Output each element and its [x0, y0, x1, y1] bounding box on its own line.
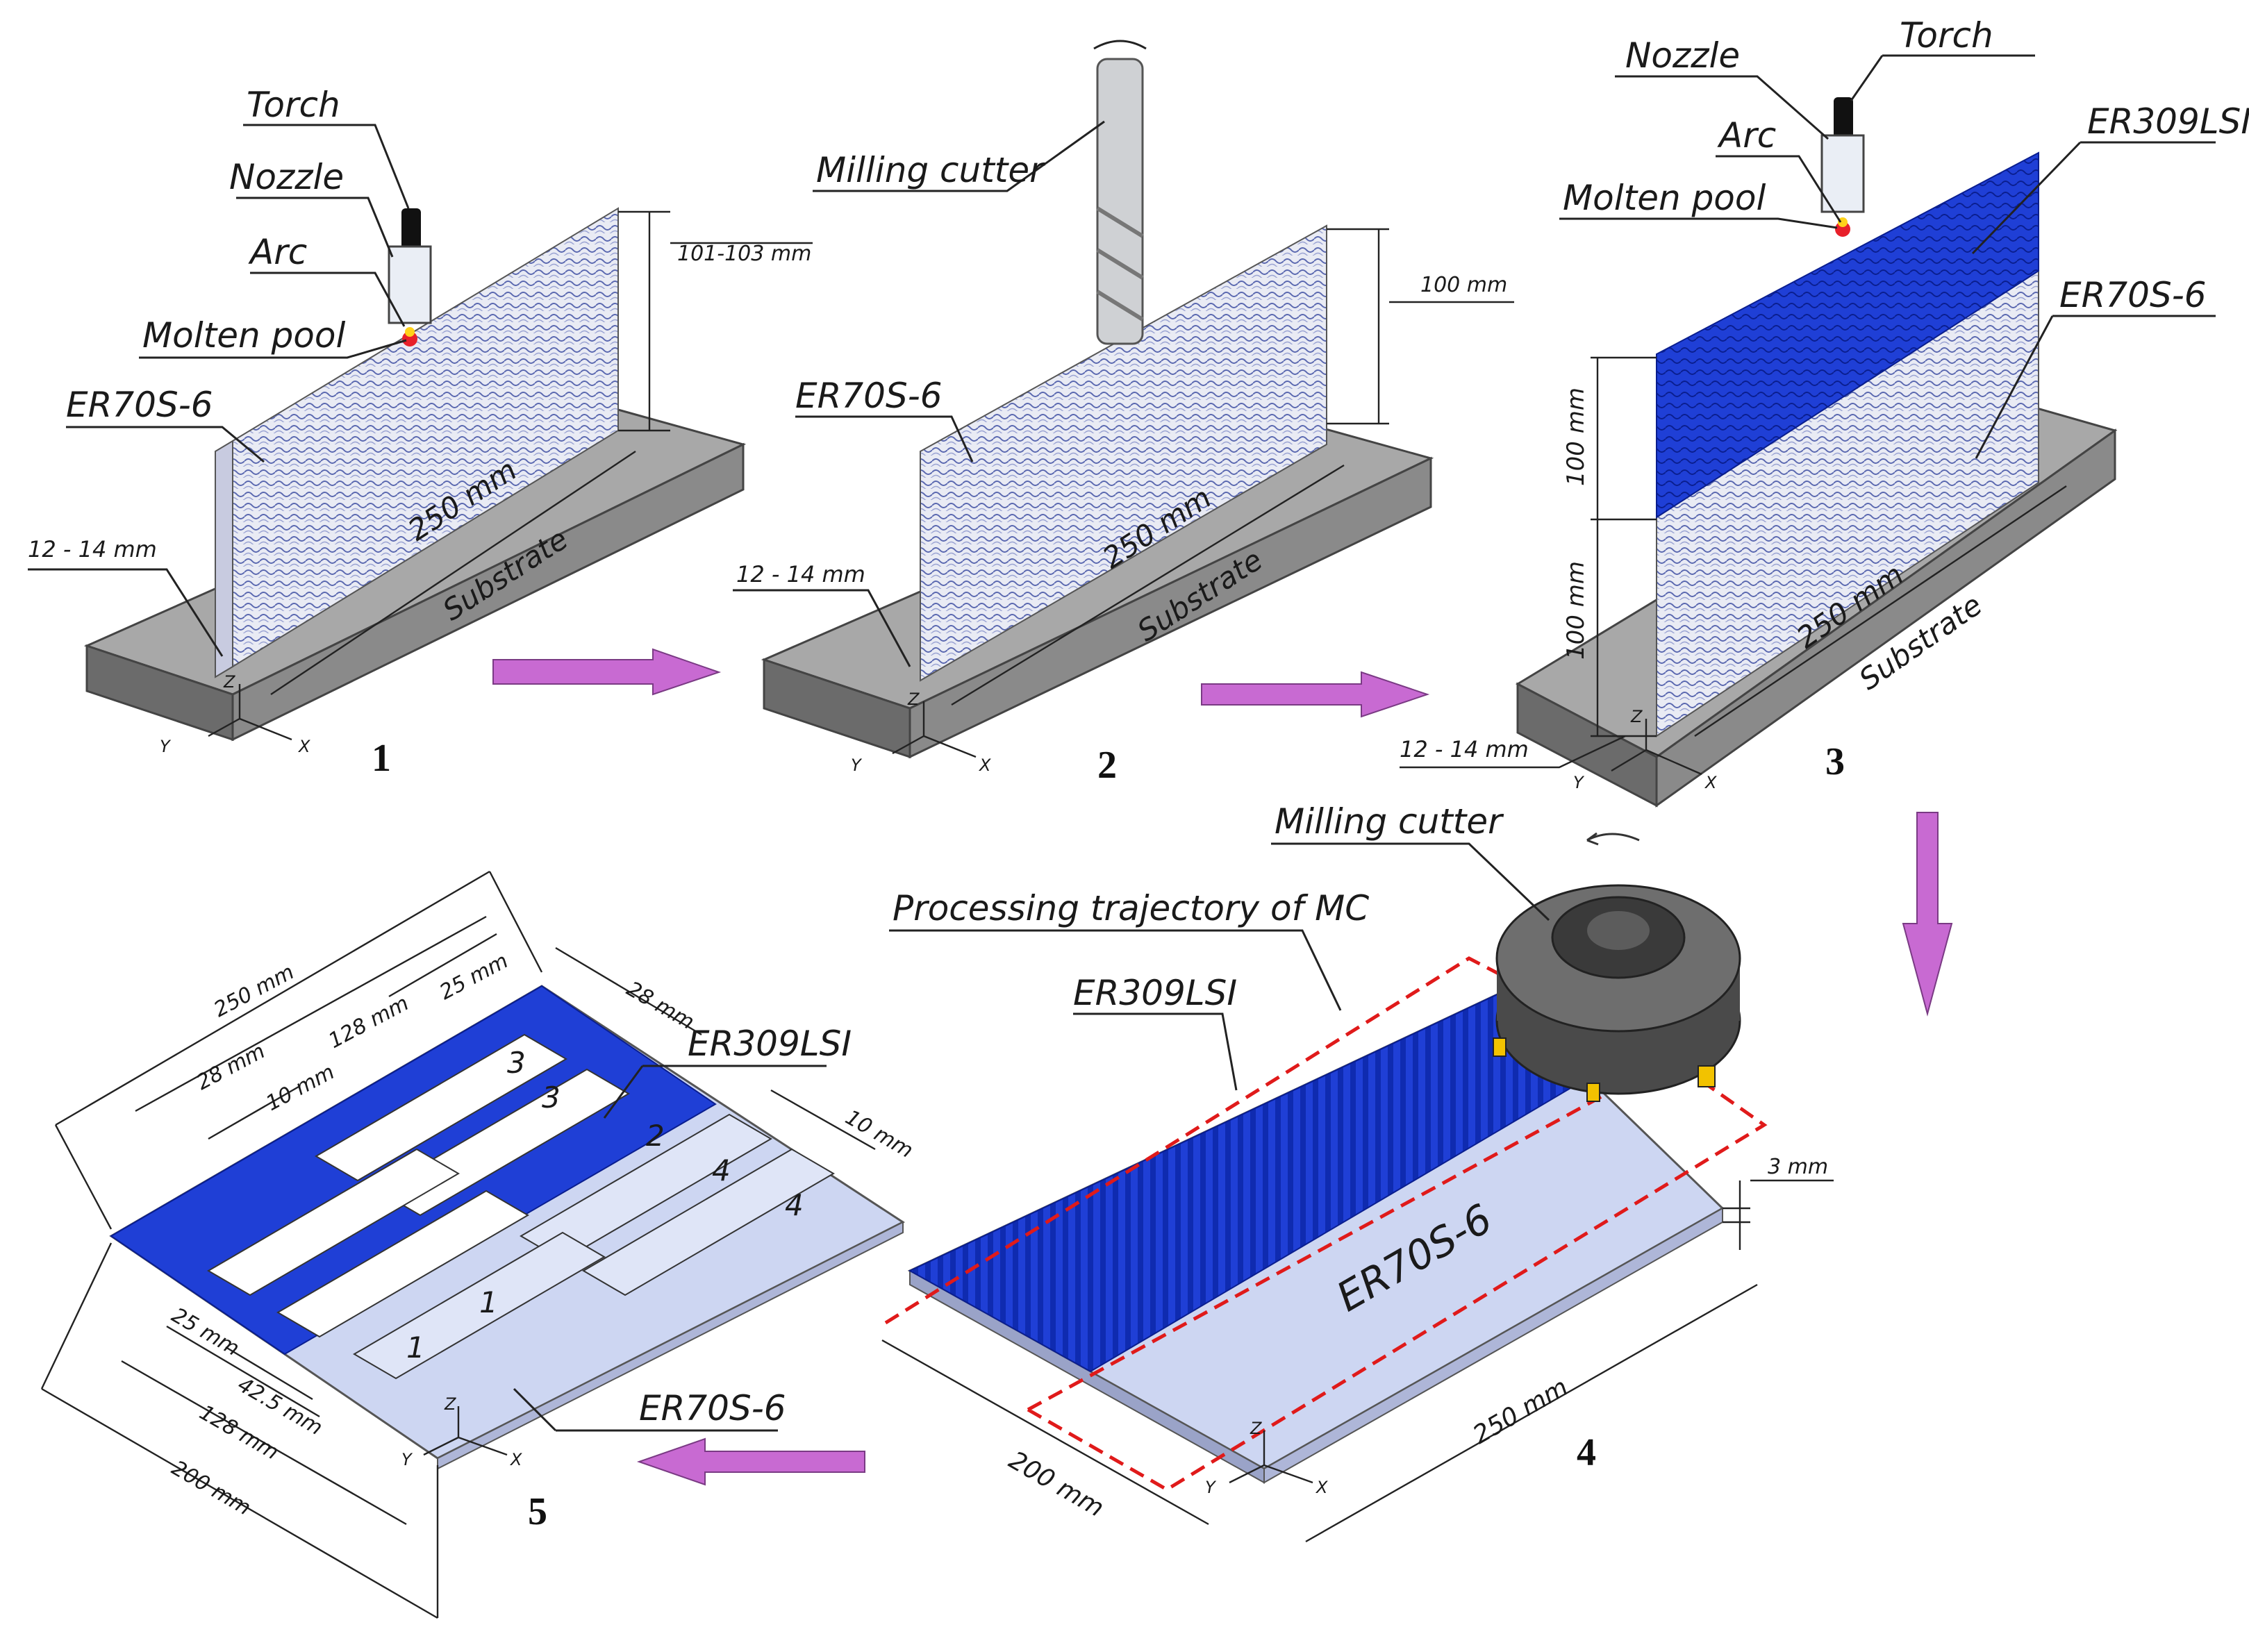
dimension: 28 mm [192, 1039, 269, 1095]
dimension: 10 mm [841, 1105, 917, 1163]
dimension: 25 mm [435, 949, 512, 1005]
flow-arrow-1-2 [492, 648, 722, 696]
er309-label: ER309LSI [688, 1024, 852, 1064]
height-dimension: 100 mm [1420, 273, 1507, 297]
height-bottom-dimension: 100 mm [1562, 561, 1590, 660]
svg-text:Y: Y [160, 737, 172, 756]
leaders [733, 120, 1514, 706]
svg-text:Y: Y [1205, 1478, 1217, 1497]
specimen-label: 1 [406, 1330, 425, 1365]
flow-arrow-2-3 [1201, 671, 1430, 718]
step-number: 4 [1577, 1431, 1596, 1474]
arc-label: Arc [1717, 115, 1776, 156]
step-number: 3 [1825, 740, 1845, 783]
height-top-dimension: 100 mm [1562, 387, 1590, 486]
step-number: 2 [1097, 744, 1117, 787]
svg-text:X: X [509, 1450, 522, 1469]
molten-pool-label: Molten pool [142, 315, 345, 356]
panel-2: Milling cutter ER70S-6 100 mm 12 - 14 mm… [733, 40, 1514, 787]
axis-triad: Z Y X [1205, 1419, 1328, 1497]
processing-trajectory [884, 956, 1768, 1492]
length-dimension: 250 mm [1468, 1373, 1573, 1450]
leaders [1400, 54, 2216, 769]
thickness-dimension: 12 - 14 mm [1400, 736, 1529, 762]
nozzle-label: Nozzle [229, 157, 344, 197]
specimen-label: 3 [542, 1081, 561, 1115]
bimetal-wall [1656, 151, 2039, 737]
milling-cutter [1093, 40, 1147, 345]
trajectory-label: Processing trajectory of MC [893, 888, 1369, 928]
material-label: ER70S-6 [795, 376, 943, 416]
thickness-dimension: 3 mm [1768, 1155, 1828, 1179]
material-top-label: ER309LSI [2087, 101, 2249, 142]
tool-label: Milling cutter [1275, 801, 1504, 842]
specimen-label: 3 [507, 1046, 526, 1080]
svg-text:X: X [297, 737, 310, 756]
specimen-label: 4 [785, 1188, 804, 1222]
er309-label: ER309LSI [1073, 973, 1237, 1013]
leaders [28, 124, 813, 695]
milled-wall [920, 224, 1327, 682]
material-label: ER70S-6 [66, 385, 213, 425]
step-number: 5 [528, 1490, 547, 1533]
svg-text:Y: Y [851, 756, 863, 775]
nozzle-label: Nozzle [1625, 35, 1740, 76]
torch-label: Torch [1900, 15, 1993, 56]
svg-text:Z: Z [1250, 1419, 1262, 1438]
svg-text:X: X [978, 756, 991, 775]
er70-label: ER70S-6 [639, 1388, 786, 1428]
dimension: 10 mm [262, 1060, 338, 1116]
panel-3: Torch Nozzle Arc Molten pool ER309LSI ER… [1400, 15, 2249, 808]
deposited-wall [215, 207, 619, 678]
thickness-dimension: 12 - 14 mm [736, 561, 865, 587]
tensile-specimens [207, 1033, 835, 1380]
svg-text:Y: Y [1573, 773, 1585, 792]
axis-triad: Z Y X [160, 672, 310, 756]
svg-text:Z: Z [1630, 707, 1643, 726]
flow-arrow-4-5 [636, 1437, 865, 1486]
leaders [881, 842, 1834, 1543]
specimen-label: 2 [646, 1119, 665, 1153]
svg-text:X: X [1704, 773, 1717, 792]
step-number: 1 [372, 737, 391, 780]
panel-5: 3 3 2 4 4 1 1 250 mm 128 mm 25 mm 28 mm … [40, 870, 917, 1619]
torch-label: Torch [247, 85, 340, 125]
thickness-dimension: 12 - 14 mm [28, 536, 157, 562]
svg-text:Z: Z [223, 672, 235, 692]
molten-pool-label: Molten pool [1563, 178, 1766, 218]
panel-4: Milling cutter Processing trajectory of … [881, 801, 1834, 1543]
flow-arrow-3-4 [1902, 812, 1953, 1017]
svg-text:Z: Z [444, 1394, 456, 1414]
dimension: 200 mm [167, 1456, 255, 1521]
dimension-lines [40, 870, 876, 1619]
specimen-label: 4 [712, 1153, 731, 1187]
dimension: 128 mm [324, 991, 413, 1053]
face-milling-cutter [1493, 832, 1741, 1102]
axis-triad: Z Y X [851, 690, 991, 775]
width-dimension: 200 mm [1004, 1446, 1109, 1523]
material-bottom-label: ER70S-6 [2059, 275, 2207, 315]
tool-label: Milling cutter [816, 150, 1046, 190]
axis-triad: Z Y X [1573, 707, 1717, 792]
specimen-label: 1 [479, 1285, 498, 1319]
height-dimension: 101-103 mm [677, 242, 811, 266]
panel-1: Torch Nozzle Arc Molten pool ER70S-6 101… [28, 85, 813, 780]
svg-text:X: X [1315, 1478, 1328, 1497]
arc-label: Arc [248, 232, 307, 272]
axis-triad: Z Y X [401, 1394, 522, 1469]
svg-text:Z: Z [907, 690, 920, 709]
svg-text:Y: Y [401, 1450, 413, 1469]
torch-assembly [1820, 97, 1865, 237]
